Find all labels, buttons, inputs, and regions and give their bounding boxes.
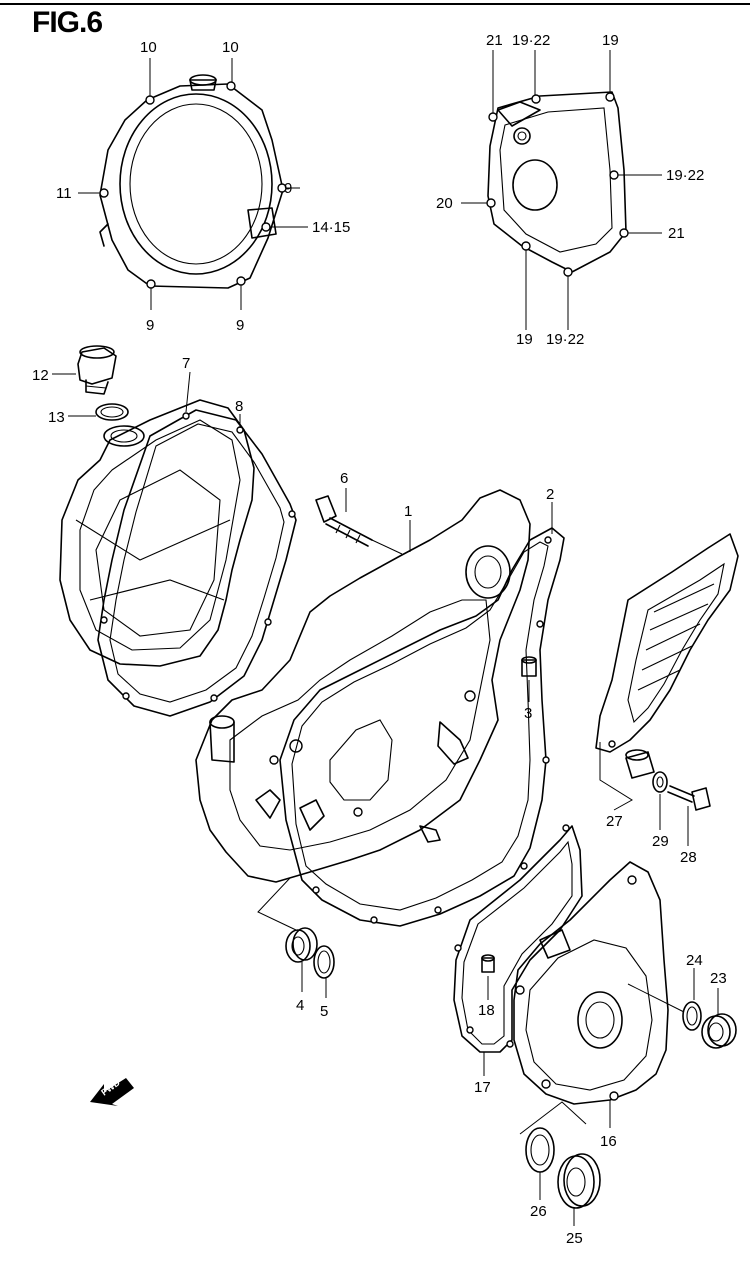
part-label: 12 [32, 367, 49, 384]
part-label: 10 [140, 39, 157, 56]
part-label: 14·15 [312, 219, 350, 236]
part-label: 23 [710, 970, 727, 987]
dowel-pin-3-drawing [521, 656, 537, 702]
part-label: 7 [182, 355, 190, 372]
part-label: 1 [404, 503, 412, 520]
part-label: 29 [652, 833, 669, 850]
part-label: 6 [340, 470, 348, 487]
part-label: 16 [600, 1133, 617, 1150]
part-label: 19·22 [512, 32, 550, 49]
part-label: 10 [222, 39, 239, 56]
clutch-cover-drawing [59, 399, 255, 667]
part-label: 21 [486, 32, 503, 49]
part-label: 19·22 [666, 167, 704, 184]
fwd-arrow-icon: FWD [90, 1077, 134, 1106]
part-label: 19 [516, 331, 533, 348]
part-label: 21 [668, 225, 685, 242]
o-ring-26-drawing [519, 1101, 587, 1200]
o-ring-24-drawing [627, 968, 702, 1031]
washer-29-drawing [652, 771, 668, 830]
part-label: 19 [602, 32, 619, 49]
bolt-28-drawing [667, 785, 711, 846]
crankcase-gasket-drawing [279, 502, 565, 927]
magneto-cover-drawing [486, 91, 629, 277]
top-rule [0, 3, 750, 5]
o-ring-5-drawing [313, 945, 335, 998]
part-label: 5 [320, 1003, 328, 1020]
part-label: 11 [56, 185, 72, 202]
magneto-cover-leaders [461, 50, 662, 330]
clutch-cover-leaders [78, 58, 308, 310]
dowel-pin-18-drawing [481, 954, 495, 1000]
part-label: 2 [546, 486, 554, 503]
part-label: 3 [524, 705, 532, 722]
magneto-cover-16-drawing [513, 861, 669, 1128]
part-label: 19·22 [546, 331, 584, 348]
figure-title: FIG.6 [32, 6, 103, 39]
part-label: 27 [606, 813, 623, 830]
clutch-cover-gasket-drawing [97, 371, 297, 717]
plug-23-drawing [701, 988, 737, 1049]
part-labels: 10 10 11 9 14·15 9 9 21 19·22 19 19·22 2… [32, 32, 727, 1247]
magneto-cover-gasket-17-drawing [453, 824, 583, 1076]
part-label: 28 [680, 849, 697, 866]
part-label: 13 [48, 409, 65, 426]
part-label: 8 [235, 398, 243, 415]
clutch-outer-cover-drawing [99, 74, 287, 289]
oil-seal-4-drawing [257, 877, 318, 992]
part-label: 4 [296, 997, 304, 1014]
oil-filler-cap-drawing [52, 345, 129, 421]
part-label: 9 [236, 317, 244, 334]
chain-guard-drawing [595, 533, 739, 811]
part-label: 9 [284, 180, 292, 197]
part-label: 9 [146, 317, 154, 334]
plug-25-drawing [557, 1153, 601, 1226]
part-label: 26 [530, 1203, 547, 1220]
part-label: 20 [436, 195, 453, 212]
bolt-6-drawing [315, 488, 411, 555]
part-label: 18 [478, 1002, 495, 1019]
crankcase-drawing [195, 489, 531, 883]
spacer-drawing [625, 749, 655, 779]
part-label: 25 [566, 1230, 583, 1247]
part-label: 24 [686, 952, 703, 969]
part-label: 17 [474, 1079, 491, 1096]
